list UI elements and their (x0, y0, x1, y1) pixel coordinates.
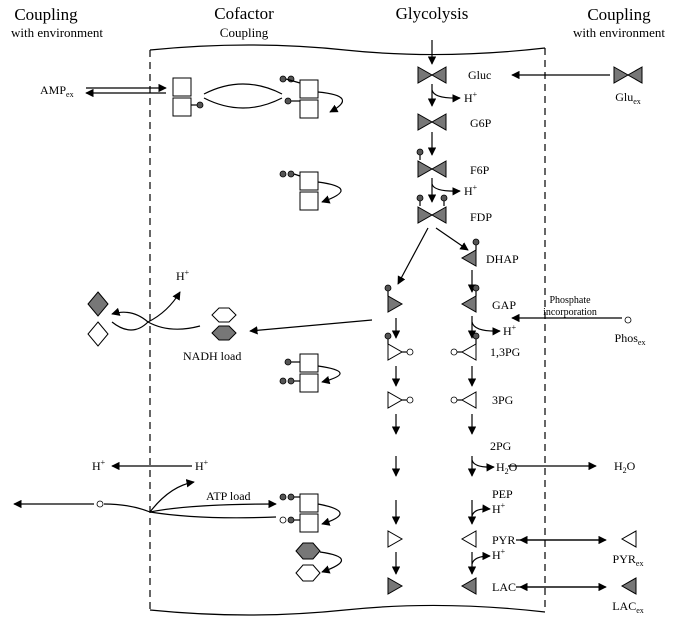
label-f6p: F6P (470, 163, 490, 177)
proton-1: H+ (464, 90, 478, 105)
atp3-box-top-icon (299, 353, 319, 373)
atp3-box-bottom-icon (299, 373, 319, 393)
glycolysis-upper: Gluc H+ G6P F6P H+ FDP (397, 40, 492, 285)
dhap-node: DHAP (460, 238, 519, 293)
header-coupling-right-sub: with environment (573, 25, 665, 40)
atp2-box-bottom-icon (299, 191, 319, 211)
nadh-hex-white-icon (211, 307, 237, 323)
proton-2: H+ (464, 183, 478, 198)
header-coupling-left: Coupling (14, 5, 78, 24)
label-lac: LAC (492, 580, 516, 594)
proton-4: H+ (492, 501, 506, 516)
fdp-bowtie-icon (417, 206, 447, 224)
label-gluc: Gluc (468, 68, 491, 82)
label-nadh-load: NADH load (183, 349, 241, 363)
proton-out: H+ (92, 458, 106, 473)
lac-left-triangle-icon (387, 577, 404, 595)
glu-ex-bowtie-icon (613, 66, 643, 84)
atp4-box-bottom-icon (299, 513, 319, 533)
label-fdp: FDP (470, 210, 492, 224)
lac-right-triangle-icon (460, 577, 477, 595)
cofactor-nadh: H+ NADH load (87, 268, 373, 363)
gluc-bowtie-icon (417, 66, 447, 84)
label-atp-load: ATP load (206, 489, 251, 503)
g6p-bowtie-icon (417, 113, 447, 131)
label-amp-ex: AMPex (40, 83, 74, 99)
bpg-right-triangle-icon (460, 343, 477, 361)
label-phos-ex: Phosex (615, 331, 646, 347)
cofactor-atp-bpg (279, 353, 341, 393)
environment-right: Gluex Phosphate incorporation Phosex H2O… (508, 66, 646, 615)
label-pep: PEP (492, 487, 513, 501)
cofactor-atp-load: ATP load (13, 479, 341, 533)
label-phosphate: Phosphate (549, 295, 591, 306)
atp4-box-top-icon (299, 493, 319, 513)
pi-circle-icon (96, 500, 104, 508)
h2o-inner: H2O (496, 460, 518, 476)
header-coupling-left-sub: with environment (11, 25, 103, 40)
label-lac-ex: LACex (612, 599, 644, 615)
header-cofactor: Cofactor (214, 4, 274, 23)
proton-export: H+ H+ (92, 458, 209, 473)
pyr-ex-triangle-icon (620, 530, 637, 548)
amp-box-bottom-icon (172, 97, 192, 117)
gap-right-triangle-icon (460, 295, 477, 313)
f6p-bowtie-icon (417, 160, 447, 178)
label-pyr-ex: PYRex (613, 552, 644, 568)
label-pg2: 2PG (490, 439, 512, 453)
pyr-left-triangle-icon (387, 530, 404, 548)
proton-5: H+ (492, 547, 506, 562)
cofactor-nadh-pyr (295, 542, 343, 582)
proton-nadh: H+ (176, 268, 190, 283)
pg3-left-triangle-icon (387, 391, 404, 409)
atp-box-top-icon (299, 79, 319, 99)
proton-3: H+ (503, 323, 517, 338)
lac-ex-triangle-icon (620, 577, 637, 595)
label-pg3: 3PG (492, 393, 514, 407)
nadh2-hex-white-icon (295, 564, 321, 582)
bpg-left-triangle-icon (387, 343, 404, 361)
label-dhap: DHAP (486, 252, 519, 266)
proton-in: H+ (195, 458, 209, 473)
phos-ex-circle-icon (624, 316, 632, 324)
nadh2-hex-dark-icon (295, 542, 321, 560)
glycolysis-right-chain: GAP H+ 1,3PG 3PG 2PG H2O PEP H+ PYR H+ L… (450, 284, 521, 595)
cofactor-amp-exchange: AMPex (40, 75, 343, 119)
cofactor-atp-f6p (279, 170, 342, 211)
label-glu-ex: Gluex (615, 90, 641, 106)
dhap-triangle-icon (460, 249, 477, 267)
glycolysis-left-chain (384, 284, 414, 595)
nadh-hex-dark-icon (211, 325, 237, 341)
label-h2o-ex: H2O (614, 459, 636, 475)
amp-box-top-icon (172, 77, 192, 97)
atp-box-bottom-icon (299, 99, 319, 119)
label-incorporation: incorporation (543, 307, 597, 318)
label-bpg: 1,3PG (490, 345, 521, 359)
atp2-box-top-icon (299, 171, 319, 191)
header-cofactor-sub: Coupling (220, 25, 269, 40)
pg3-right-triangle-icon (460, 391, 477, 409)
nad-diamond-white-icon (87, 321, 109, 347)
label-gap: GAP (492, 298, 516, 312)
header-glycolysis: Glycolysis (396, 4, 469, 23)
nad-diamond-dark-icon (87, 291, 109, 317)
gap-left-triangle-icon (387, 295, 404, 313)
cell-boundary (149, 44, 546, 616)
pyr-right-triangle-icon (460, 530, 477, 548)
label-g6p: G6P (470, 116, 492, 130)
headers: Coupling with environment Cofactor Coupl… (11, 4, 665, 40)
label-pyr: PYR (492, 533, 515, 547)
header-coupling-right: Coupling (587, 5, 651, 24)
